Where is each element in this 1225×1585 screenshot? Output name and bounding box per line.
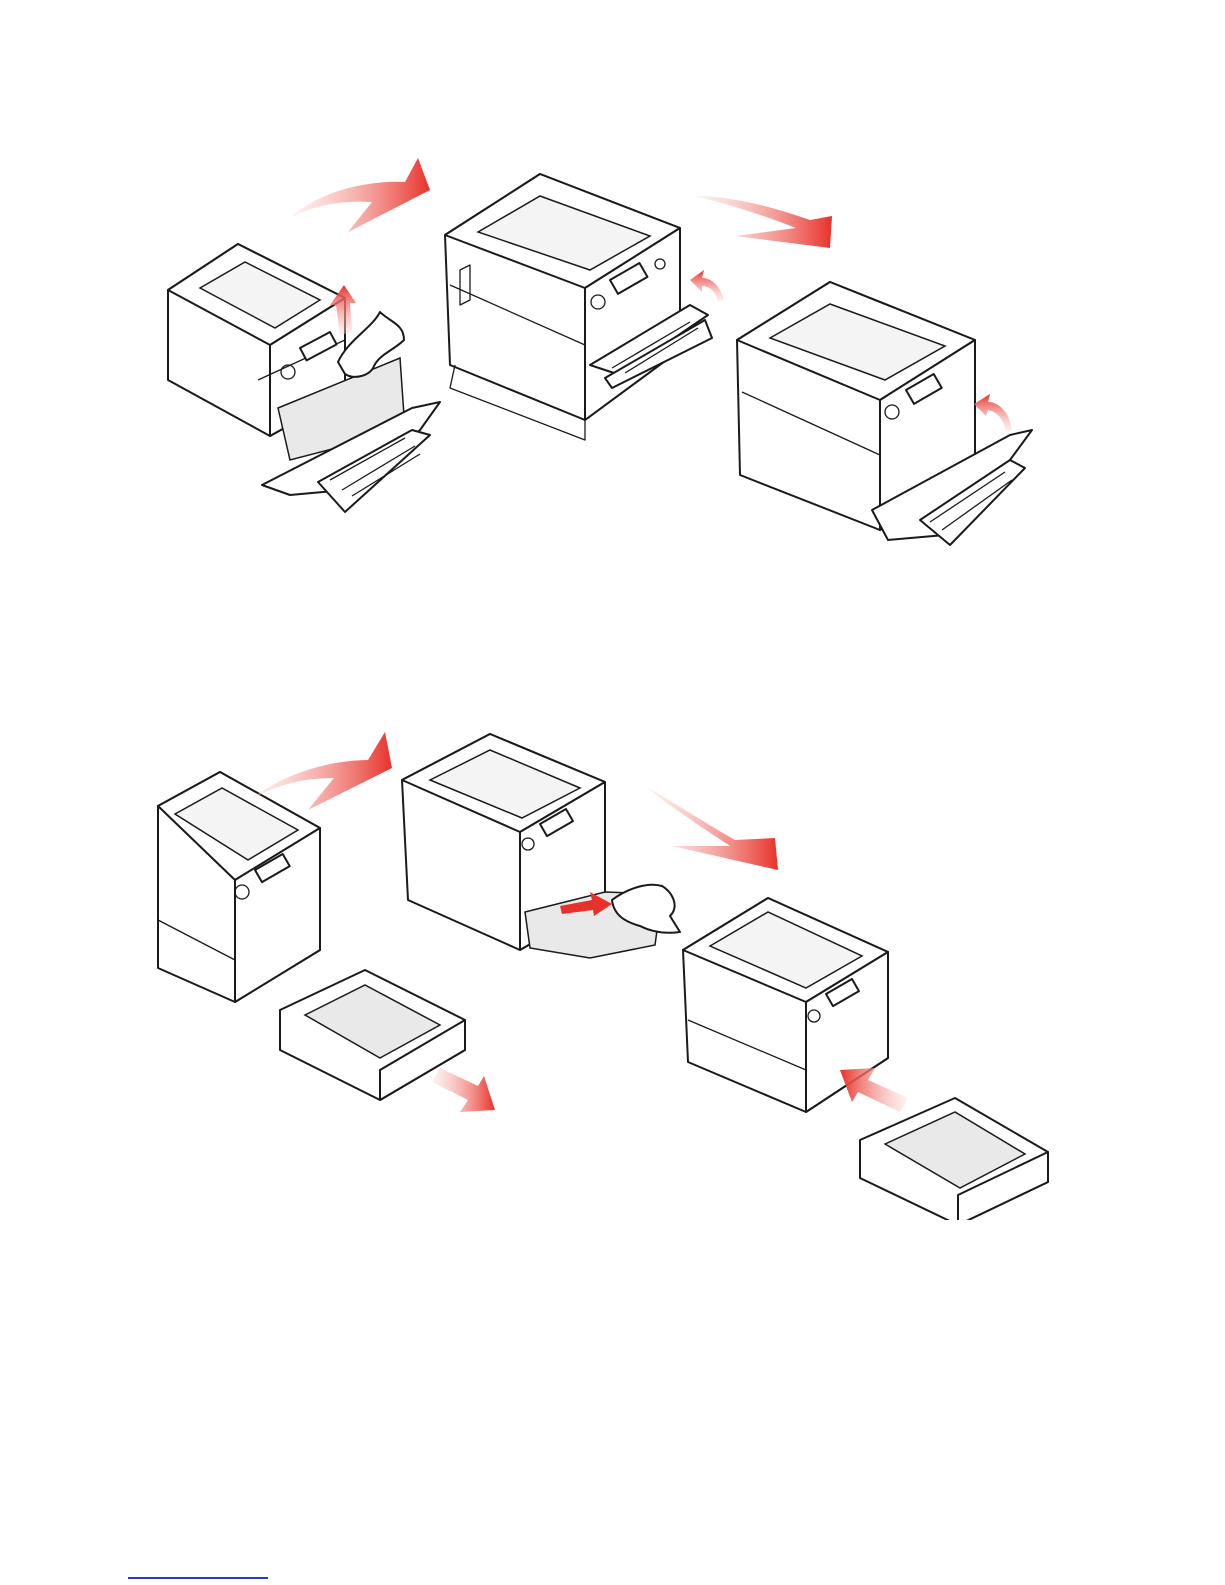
lift-arrow <box>690 270 724 302</box>
figure-mp-tray-jam <box>0 140 1225 570</box>
figure-2-svg <box>0 720 1225 1220</box>
printer-tray-reinsert <box>683 898 1048 1220</box>
lift-arrow <box>974 394 1012 432</box>
transition-arrow <box>645 786 778 870</box>
printer-paper-pull <box>402 734 680 958</box>
paper-tray-icon <box>860 1098 1048 1220</box>
printer-mp-tray-open <box>445 174 724 440</box>
push-in-arrow <box>840 1068 908 1112</box>
transition-arrow <box>250 732 392 810</box>
transition-arrow <box>290 158 430 232</box>
figure-1-svg <box>0 140 1225 570</box>
printer-mp-tray-jam-removal <box>168 244 440 512</box>
pull-out-arrow <box>432 1068 495 1112</box>
footer-link-underline[interactable] <box>128 1577 268 1579</box>
transition-arrow <box>695 196 832 248</box>
printer-mp-tray-closing <box>737 282 1032 545</box>
figure-paper-tray-jam <box>0 720 1225 1220</box>
